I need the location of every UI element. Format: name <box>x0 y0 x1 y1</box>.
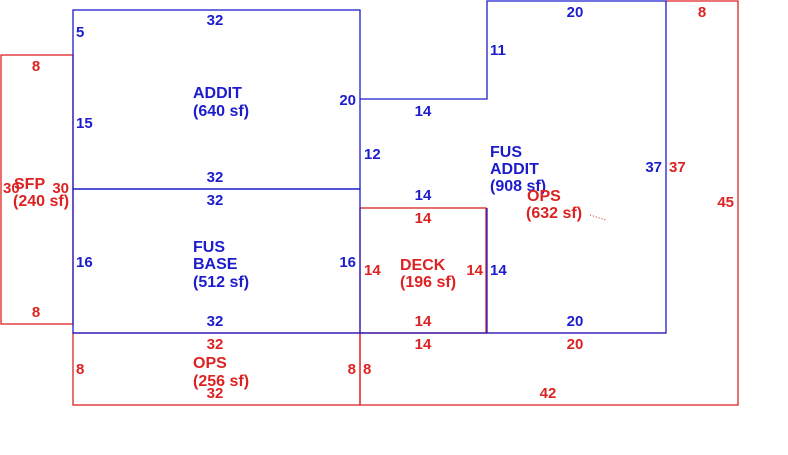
ops-bottom-left-dim: 14 <box>415 336 432 353</box>
ops-low-left-dim: 8 <box>76 361 84 378</box>
fus-base-area-label: (512 sf) <box>193 274 249 291</box>
deck-name-label: DECK <box>400 257 446 274</box>
fus-inner-left-dim: 14 <box>490 262 507 279</box>
sfp-top-dim: 8 <box>32 58 40 75</box>
deck-left-dim: 14 <box>364 262 381 279</box>
base-right-dim: 16 <box>339 254 356 271</box>
ops-low-top-dim: 32 <box>207 336 224 353</box>
sfp-bottom-dim: 8 <box>32 304 40 321</box>
fus-left-mid-dim: 12 <box>364 146 381 163</box>
ops-lower-area-label: (256 sf) <box>193 373 249 390</box>
addit-left-upper-dim: 5 <box>76 24 84 41</box>
fus-left-upper-dim: 11 <box>490 42 506 59</box>
ops-leader-line <box>589 214 607 221</box>
fus-bottom-dim: 20 <box>567 313 584 330</box>
fus-addit-outline <box>360 0 667 334</box>
ops-low-bottom-dim: 32 <box>207 385 224 402</box>
addit-bottom-dim: 32 <box>207 169 224 186</box>
fus-base-name-line1: FUS <box>193 239 225 256</box>
sfp-left-dim: 30 <box>3 180 20 197</box>
base-top-dim: 32 <box>207 192 224 209</box>
addit-left-lower-dim: 15 <box>76 115 93 132</box>
fus-base-name-line2: BASE <box>193 256 238 273</box>
ops-upper-area-label: (632 sf) <box>526 205 582 222</box>
ops-bottom-right-dim: 20 <box>567 336 584 353</box>
addit-area-label: (640 sf) <box>193 103 249 120</box>
sfp-right-dim: 30 <box>52 180 69 197</box>
ops-upper-name-label: OPS <box>527 188 561 205</box>
sfp-area-label: (240 sf) <box>13 193 69 210</box>
ops-low-right-dim: 8 <box>348 361 356 378</box>
sfp-name-label: SFP <box>14 176 45 193</box>
ops-lower-name-label: OPS <box>193 355 227 372</box>
fus-addit-name-line2: ADDIT <box>490 161 539 178</box>
addit-name-label: ADDIT <box>193 85 242 102</box>
fus-step-dim: 14 <box>415 103 432 120</box>
deck-bottom-dim: 14 <box>415 313 432 330</box>
deck-top-dim: 14 <box>415 210 432 227</box>
addit-top-dim: 32 <box>207 12 224 29</box>
fus-right-dim: 37 <box>645 159 662 176</box>
fus-base-outline <box>72 188 361 334</box>
base-left-dim: 16 <box>76 254 93 271</box>
ops-right-outer-dim: 45 <box>717 194 734 211</box>
ops-left-inner-dim: 8 <box>363 361 371 378</box>
ops-right-inner-dim: 37 <box>669 159 686 176</box>
base-bottom-dim: 32 <box>207 313 224 330</box>
fus-top-dim: 20 <box>567 4 584 21</box>
ops-top-right-dim: 8 <box>698 4 706 21</box>
ops-bottom-dim: 42 <box>540 385 557 402</box>
fus-step-lower-dim: 14 <box>415 187 432 204</box>
addit-right-dim: 20 <box>339 92 356 109</box>
deck-right-dim: 14 <box>466 262 483 279</box>
deck-area-label: (196 sf) <box>400 274 456 291</box>
fus-addit-name-line1: FUS <box>490 144 522 161</box>
fus-addit-area-label: (908 sf) <box>490 178 546 195</box>
